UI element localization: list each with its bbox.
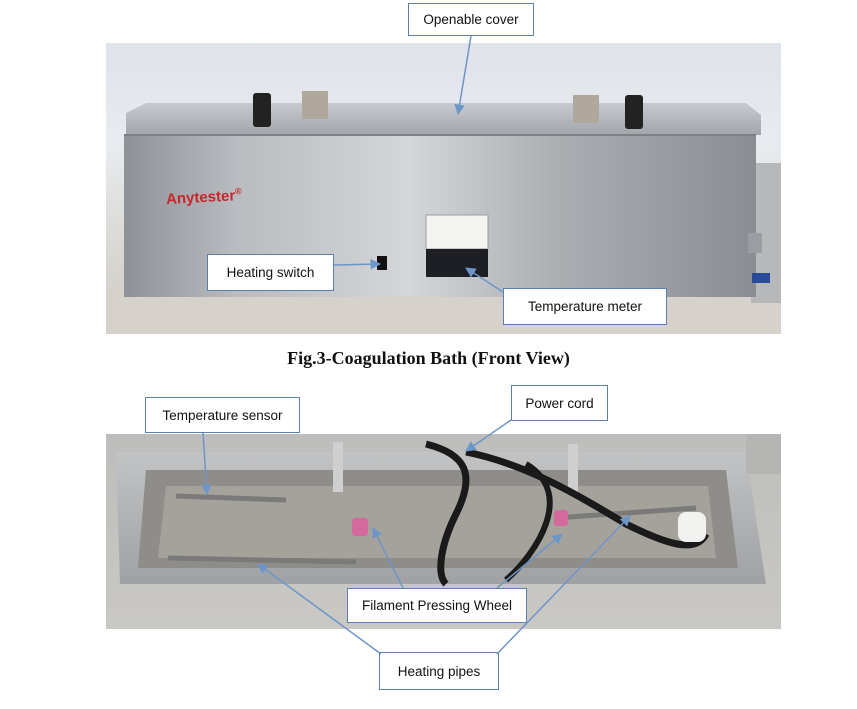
coagulation-bath-front-illustration: [106, 91, 781, 334]
pressing-wheel-right: [554, 510, 568, 526]
cable-fitting: [678, 512, 706, 542]
callout-power-cord: Power cord: [511, 385, 608, 421]
callout-temperature-sensor: Temperature sensor: [145, 397, 300, 433]
pipe-1: [175, 493, 287, 503]
handle-right: [625, 95, 643, 129]
pressing-wheel-left: [352, 518, 368, 536]
openable-cover-lid: [126, 103, 761, 135]
post-right: [568, 444, 578, 494]
power-cord-strand-1: [425, 440, 470, 587]
top-view-photo: [106, 434, 781, 629]
callout-filament-pressing-wheel: Filament Pressing Wheel: [347, 588, 527, 623]
callout-heating-pipes: Heating pipes: [379, 652, 499, 690]
coagulation-bath-top-illustration: [116, 434, 781, 587]
brand-registered-mark: ®: [234, 186, 242, 197]
callout-openable-cover: Openable cover: [408, 3, 534, 36]
handle-left: [253, 93, 271, 127]
figure-caption: Fig.3-Coagulation Bath (Front View): [287, 348, 570, 368]
callout-temperature-meter: Temperature meter: [503, 288, 667, 325]
brand-label: Anytester: [165, 187, 236, 208]
post-left: [333, 442, 343, 492]
pipe-2: [167, 555, 357, 565]
callout-heating-switch: Heating switch: [207, 254, 334, 291]
front-view-photo: Anytester®: [106, 43, 781, 334]
